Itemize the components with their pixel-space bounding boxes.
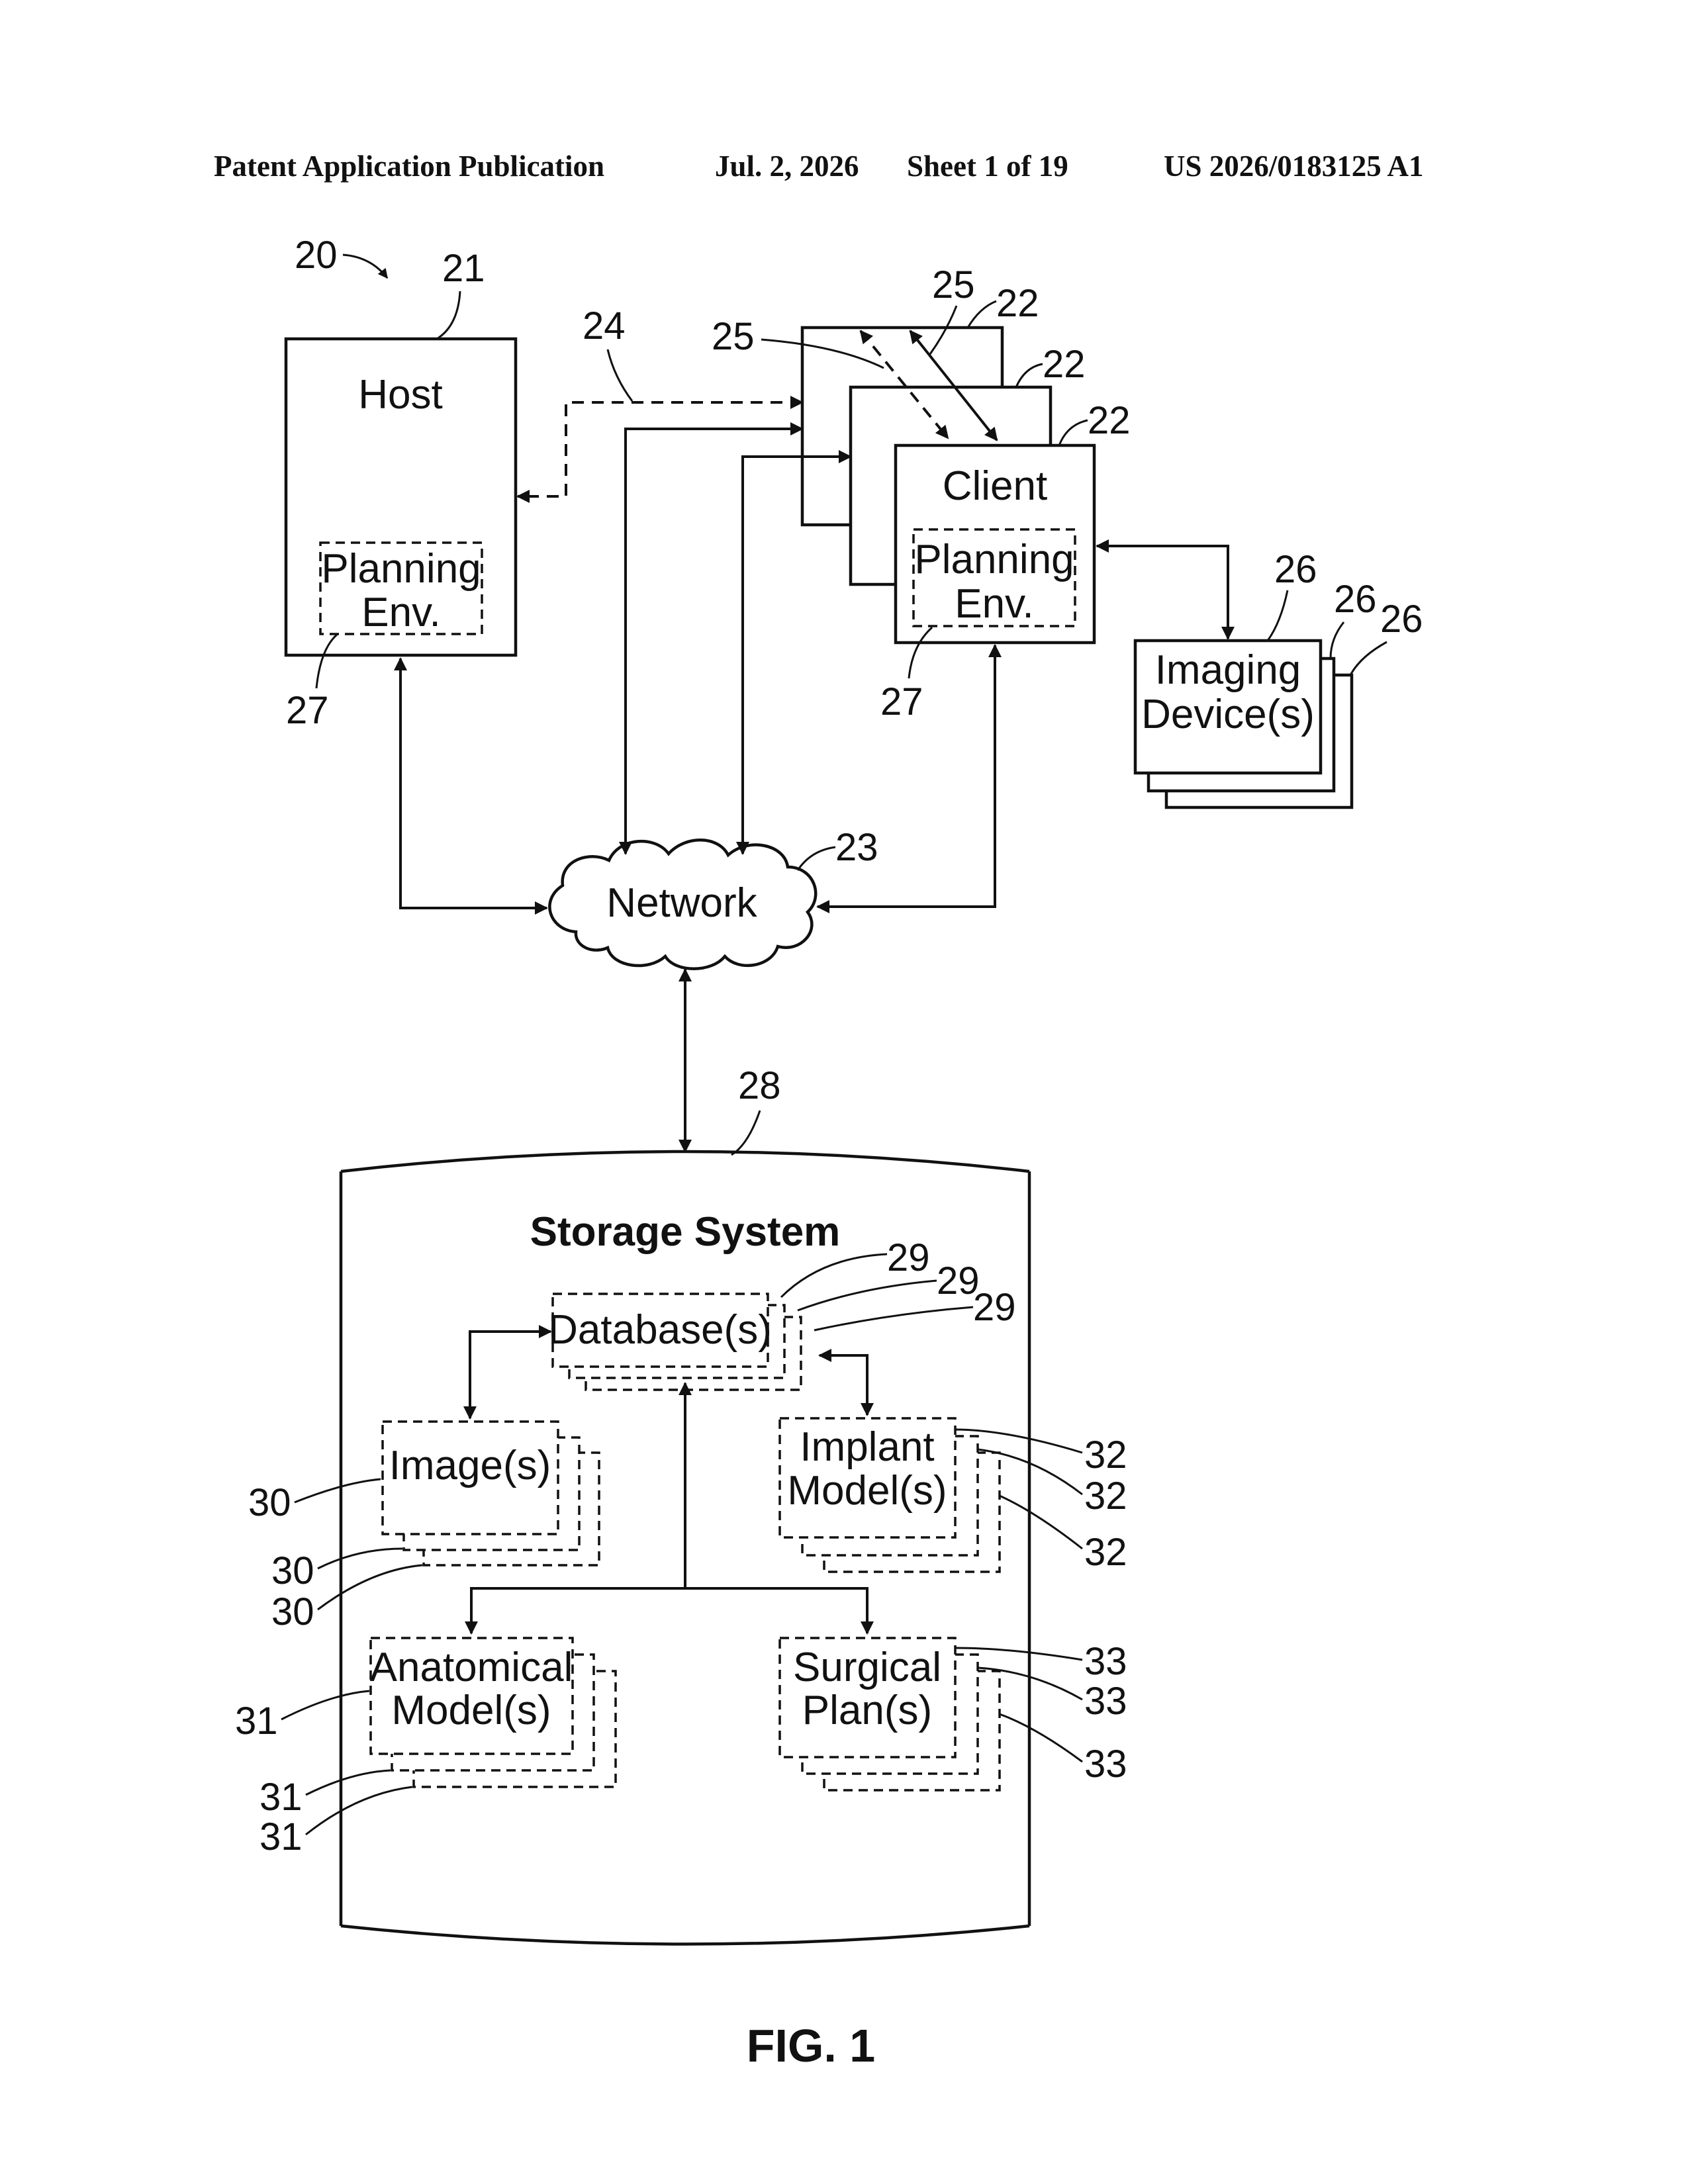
ref-31-1: 31 (235, 1700, 278, 1743)
ref-32-3: 32 (1084, 1531, 1127, 1574)
ref-28-leader (731, 1111, 760, 1155)
ref-31-3-leader (306, 1787, 412, 1835)
ref-30-2-leader (318, 1549, 402, 1569)
surgical-label-line1: Surgical (793, 1645, 941, 1690)
database-label: Database(s) (548, 1307, 772, 1353)
page-header: Patent Application Publication Jul. 2, 2… (214, 150, 1424, 183)
system-reference: 20 (295, 234, 387, 278)
anatomical-surgical-branch (471, 1588, 867, 1633)
database-implant-link (820, 1355, 867, 1415)
anatomical-models: Anatomical Model(s) 31 31 31 (235, 1638, 616, 1858)
clients: Client Planning Env. 25 25 22 22 22 27 (712, 263, 1131, 723)
ref-25-top: 25 (932, 263, 975, 306)
ref-28: 28 (738, 1064, 781, 1107)
surgical-label-line2: Plan(s) (802, 1688, 932, 1733)
databases: Database(s) 29 29 29 (548, 1236, 1015, 1390)
ref-33-1: 33 (1084, 1640, 1127, 1683)
publication-type: Patent Application Publication (214, 150, 604, 183)
host-planning-env-line2: Env. (361, 590, 440, 635)
ref-32-3-leader (1000, 1496, 1082, 1549)
ref-22-front: 22 (1088, 399, 1131, 442)
ref-22-middle: 22 (1043, 343, 1086, 386)
ref-21: 21 (442, 247, 485, 290)
ref-27-host: 27 (286, 689, 329, 732)
ref-23: 23 (835, 826, 878, 869)
ref-20: 20 (295, 234, 338, 277)
client-imaging-link (1097, 546, 1228, 639)
publication-number: US 2026/0183125 A1 (1164, 150, 1424, 183)
ref-31-1-leader (281, 1691, 369, 1719)
ref-30-2: 30 (271, 1549, 314, 1592)
ref-26-back: 26 (1380, 598, 1423, 641)
figure-caption: FIG. 1 (747, 2020, 875, 2071)
imaging-device-line2: Device(s) (1141, 692, 1315, 737)
client-planning-env-line1: Planning (914, 537, 1074, 582)
ref-29-3: 29 (973, 1286, 1016, 1329)
ref-26-front-leader (1268, 590, 1288, 641)
client-planning-env-line2: Env. (955, 581, 1033, 627)
ref-30-3-leader (318, 1565, 422, 1610)
ref-22-back: 22 (996, 282, 1039, 325)
imaging-device-line1: Imaging (1155, 647, 1301, 693)
ref-24: 24 (583, 304, 626, 347)
storage-title: Storage System (530, 1209, 841, 1255)
surgical-plans: Surgical Plan(s) 33 33 33 (780, 1638, 1127, 1790)
ref-23-leader (798, 847, 835, 870)
host-planning-env-line1: Planning (321, 546, 481, 592)
ref-31-3: 31 (259, 1815, 303, 1858)
link-24-line (518, 402, 802, 496)
ref-33-2: 33 (1084, 1680, 1127, 1723)
network-label: Network (606, 880, 757, 926)
ref-24-leader (608, 349, 632, 401)
anatomical-label-line2: Model(s) (391, 1688, 551, 1733)
implant-models: Implant Model(s) 32 32 32 (780, 1418, 1127, 1574)
storage-top-arc (341, 1152, 1029, 1171)
ref-31-2-leader (306, 1770, 391, 1795)
ref-30-3: 30 (271, 1590, 314, 1633)
ref-25-left: 25 (712, 315, 755, 358)
publication-date: Jul. 2, 2026 (715, 150, 859, 183)
host-label: Host (358, 372, 442, 418)
ref-26-middle-leader (1331, 622, 1344, 659)
imaging-devices: Imaging Device(s) 26 26 26 (1097, 546, 1423, 807)
implant-label-line2: Model(s) (787, 1468, 947, 1514)
ref-22-middle-leader (1016, 364, 1043, 387)
storage-system: Storage System 28 Database(s) 29 29 29 I… (235, 1064, 1127, 1944)
implant-label-line1: Implant (800, 1424, 934, 1470)
ref-27-client: 27 (880, 680, 923, 723)
ref-26-front: 26 (1274, 548, 1317, 591)
ref-32-1: 32 (1084, 1433, 1127, 1477)
ref-20-arrow (343, 255, 387, 278)
ref-29-3-leader (814, 1307, 973, 1330)
ref-26-middle: 26 (1334, 578, 1377, 621)
images: Image(s) 30 30 30 (248, 1422, 599, 1633)
host-network-link (400, 659, 547, 908)
ref-21-leader (437, 291, 460, 339)
client-network-link-1 (626, 429, 802, 854)
anatomical-label-line1: Anatomical (370, 1645, 573, 1690)
ref-29-1: 29 (887, 1236, 930, 1279)
sheet-number: Sheet 1 of 19 (907, 150, 1068, 183)
client-label: Client (943, 463, 1048, 509)
ref-22-front-leader (1059, 420, 1088, 445)
ref-30-1-leader (295, 1479, 381, 1502)
ref-32-2: 32 (1084, 1475, 1127, 1518)
ref-33-3-leader (1000, 1714, 1082, 1762)
storage-bottom-arc (341, 1926, 1029, 1944)
ref-33-3: 33 (1084, 1743, 1127, 1786)
ref-30-1: 30 (248, 1481, 291, 1524)
database-images-link (470, 1332, 551, 1418)
ref-26-back-leader (1350, 642, 1387, 675)
host-client-link: 24 (518, 304, 802, 496)
ref-31-2: 31 (259, 1776, 303, 1819)
ref-29-2-leader (798, 1281, 937, 1310)
images-label: Image(s) (389, 1443, 551, 1488)
